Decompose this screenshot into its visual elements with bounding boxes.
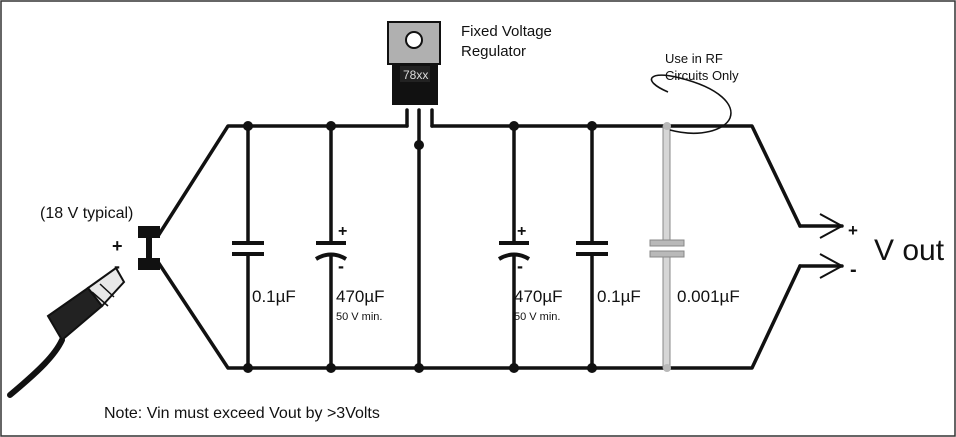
capacitor-c4 bbox=[576, 124, 608, 370]
c2-minus-sign: - bbox=[338, 256, 344, 276]
output-plus-sign: + bbox=[848, 221, 858, 240]
c2-plus-sign: + bbox=[338, 223, 347, 240]
bottom-rail bbox=[156, 260, 802, 370]
c3-minus-sign: - bbox=[517, 256, 523, 276]
input-minus-sign: - bbox=[114, 256, 120, 276]
input-voltage-label: (18 V typical) bbox=[40, 205, 133, 222]
capacitor-c5-rf bbox=[649, 122, 685, 372]
c3-rating: 50 V min. bbox=[514, 311, 560, 323]
capacitor-c1 bbox=[232, 124, 264, 370]
c5-value: 0.001µF bbox=[677, 287, 740, 306]
regulator-part-number: 78xx bbox=[403, 68, 428, 82]
rf-note-line2: Circuits Only bbox=[665, 68, 739, 83]
dc-jack bbox=[138, 226, 160, 270]
capacitor-c3 bbox=[497, 124, 531, 370]
regulator-label-line2: Regulator bbox=[461, 43, 526, 60]
regulator-label-line1: Fixed Voltage bbox=[461, 23, 552, 40]
c1-value: 0.1µF bbox=[252, 287, 296, 306]
capacitor-c2 bbox=[314, 124, 348, 370]
note-text: Note: Vin must exceed Vout by >3Volts bbox=[104, 405, 380, 422]
rf-note-leader bbox=[650, 74, 732, 134]
c2-value: 470µF bbox=[336, 287, 385, 306]
output-terminals bbox=[798, 213, 844, 279]
output-minus-sign: - bbox=[850, 259, 857, 281]
c3-plus-sign: + bbox=[517, 223, 526, 240]
top-rail-right bbox=[430, 124, 802, 228]
c4-value: 0.1µF bbox=[597, 287, 641, 306]
c2-rating: 50 V min. bbox=[336, 311, 382, 323]
vout-label: V out bbox=[874, 234, 945, 267]
c3-value: 470µF bbox=[514, 287, 563, 306]
input-plus-sign: + bbox=[112, 236, 123, 256]
junction-dots bbox=[243, 121, 597, 373]
rf-note-line1: Use in RF bbox=[665, 51, 723, 66]
top-rail-left bbox=[156, 124, 409, 238]
regulator-78xx bbox=[387, 21, 441, 105]
power-plug-icon bbox=[7, 266, 126, 398]
